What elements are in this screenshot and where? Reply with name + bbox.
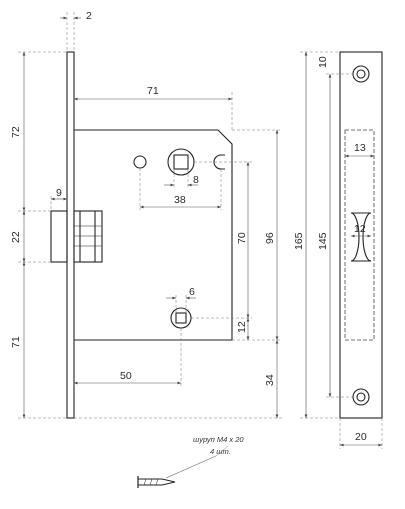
faceplate-front — [339, 51, 383, 419]
label-screw-spacing: 145 — [317, 232, 329, 250]
label-bottom-hole: 6 — [189, 286, 195, 298]
label-latch-height: 22 — [10, 231, 22, 243]
label-bottom-hole-offset: 12 — [236, 321, 248, 333]
label-latch-slot: 12 — [354, 223, 366, 235]
label-plate-thickness: 2 — [86, 10, 92, 22]
screw-note: шуруп М4 х 20 4 шт. — [165, 435, 244, 479]
bottom-hub — [170, 307, 192, 329]
label-backset: 71 — [147, 85, 159, 97]
dim-plate-thickness: 2 — [60, 10, 92, 52]
latch-bolt — [50, 210, 103, 263]
dim-hole-spacing: 38 — [139, 168, 222, 210]
dim-latch-width: 9 — [50, 187, 67, 211]
dim-top-screw-offset: 10 — [317, 56, 329, 68]
dim-bottom-hole: 6 — [166, 286, 196, 313]
dim-backset: 71 — [74, 85, 233, 130]
dim-square-hole: 8 — [164, 169, 199, 188]
label-hole-spacing: 38 — [174, 194, 186, 206]
top-round-hole — [133, 155, 147, 169]
dim-cutout-width: 13 — [345, 142, 374, 158]
label-top-screw-offset: 10 — [317, 56, 329, 68]
label-faceplate-width: 20 — [355, 431, 367, 443]
dim-faceplate-width: 20 — [339, 418, 383, 449]
label-square-hole: 8 — [193, 174, 199, 186]
label-top-to-body: 72 — [10, 126, 22, 138]
spindle-hub — [167, 148, 195, 176]
dim-screw-spacing: 145 — [317, 73, 353, 398]
label-latch-width: 9 — [56, 187, 62, 199]
label-body-height: 96 — [264, 232, 276, 244]
dim-bottom-hole-x: 50 — [74, 328, 182, 388]
screw-note-line2: 4 шт. — [210, 447, 231, 456]
label-faceplate-height: 165 — [293, 232, 305, 250]
screw-note-line1: шуруп М4 х 20 — [193, 435, 244, 444]
front-plate — [66, 51, 75, 419]
dim-left-vertical: 72 22 71 — [10, 51, 67, 419]
dim-latch-slot: 12 — [351, 223, 371, 238]
label-bottom-offset: 34 — [264, 374, 276, 386]
dim-faceplate-height: 165 — [293, 51, 340, 419]
label-bottom-hole-x: 50 — [120, 370, 132, 382]
dim-center-distance: 70 12 — [191, 161, 252, 341]
label-center-distance: 70 — [236, 232, 248, 244]
label-body-to-bottom: 71 — [10, 336, 22, 348]
label-cutout-width: 13 — [354, 142, 366, 154]
dim-bottom-offset: 34 — [74, 340, 282, 419]
lock-body — [74, 129, 233, 341]
screw-icon — [137, 476, 176, 488]
